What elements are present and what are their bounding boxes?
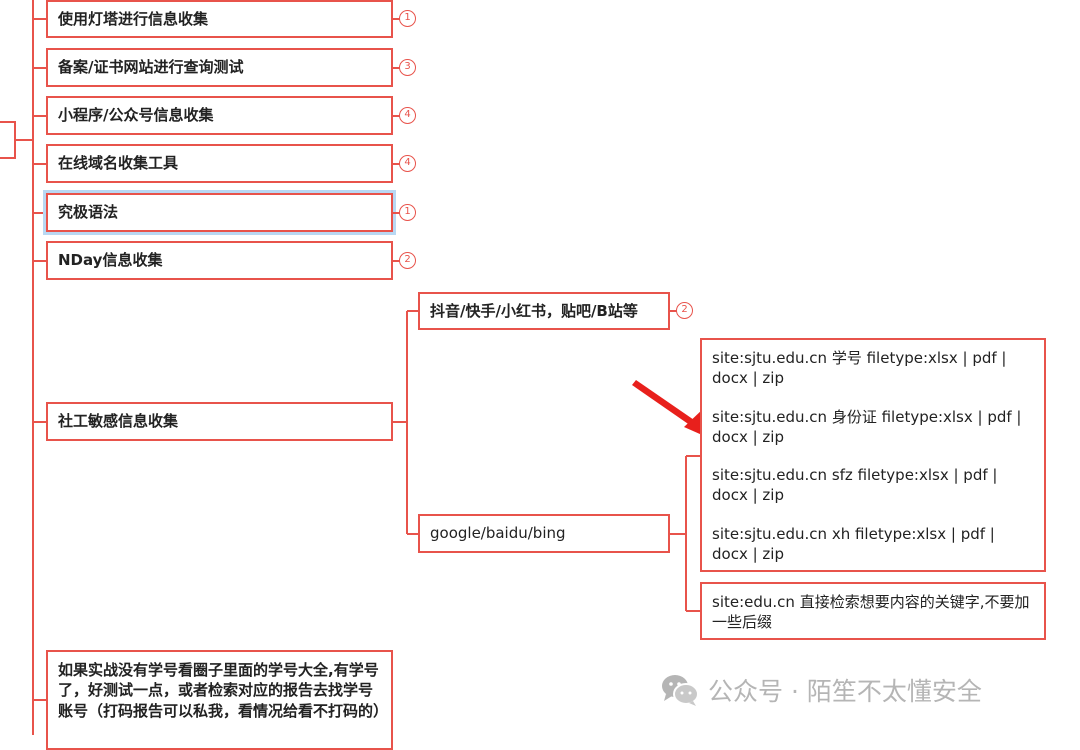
node-label: 备案/证书网站进行查询测试 bbox=[58, 58, 244, 77]
number-badge: 4 bbox=[399, 107, 416, 124]
node-label: 小程序/公众号信息收集 bbox=[58, 106, 214, 125]
node-label: google/baidu/bing bbox=[430, 524, 566, 543]
number-badge: 2 bbox=[399, 252, 416, 269]
node-label: NDay信息收集 bbox=[58, 251, 163, 270]
node-video-sites[interactable]: 抖音/快手/小红书，贴吧/B站等 bbox=[418, 292, 670, 330]
node-label: 使用灯塔进行信息收集 bbox=[58, 9, 209, 28]
node-label: 抖音/快手/小红书，贴吧/B站等 bbox=[430, 301, 638, 320]
node-lighthouse[interactable]: 使用灯塔进行信息收集 bbox=[46, 0, 393, 38]
query-item: site:sjtu.edu.cn sfz filetype:xlsx | pdf… bbox=[712, 466, 998, 505]
number-badge: 3 bbox=[399, 59, 416, 76]
watermark: 公众号 · 陌笙不太懂安全 bbox=[660, 672, 982, 708]
node-social-engineering[interactable]: 社工敏感信息收集 bbox=[46, 402, 393, 441]
watermark-text: 公众号 · 陌笙不太懂安全 bbox=[708, 677, 982, 706]
node-label: 如果实战没有学号看圈子里面的学号大全,有学号了，好测试一点，或者检索对应的报告去… bbox=[58, 661, 389, 720]
node-search-engines[interactable]: google/baidu/bing bbox=[418, 514, 670, 553]
node-beian[interactable]: 备案/证书网站进行查询测试 bbox=[46, 48, 393, 87]
node-label: 社工敏感信息收集 bbox=[58, 412, 179, 431]
node-online-domain[interactable]: 在线域名收集工具 bbox=[46, 144, 393, 183]
node-label: 在线域名收集工具 bbox=[58, 154, 179, 173]
wechat-icon bbox=[662, 675, 699, 706]
number-badge: 4 bbox=[399, 155, 416, 172]
query-item: site:sjtu.edu.cn 身份证 filetype:xlsx | pdf… bbox=[712, 407, 1022, 446]
query-item: site:sjtu.edu.cn xh filetype:xlsx | pdf … bbox=[712, 524, 995, 563]
query-item: site:sjtu.edu.cn 学号 filetype:xlsx | pdf … bbox=[712, 349, 1007, 388]
node-ultimate-syntax[interactable]: 究极语法 bbox=[46, 193, 393, 232]
node-query-list[interactable]: site:sjtu.edu.cn 学号 filetype:xlsx | pdf … bbox=[700, 338, 1046, 572]
number-badge: 1 bbox=[399, 10, 416, 27]
node-nday[interactable]: NDay信息收集 bbox=[46, 241, 393, 280]
node-edu-tip[interactable]: site:edu.cn 直接检索想要内容的关键字,不要加一些后缀 bbox=[700, 582, 1046, 640]
node-miniprogram[interactable]: 小程序/公众号信息收集 bbox=[46, 96, 393, 135]
number-badge: 1 bbox=[399, 204, 416, 221]
parent-node-edge bbox=[0, 121, 16, 159]
node-label: 究极语法 bbox=[58, 203, 119, 222]
node-bottom-note[interactable]: 如果实战没有学号看圈子里面的学号大全,有学号了，好测试一点，或者检索对应的报告去… bbox=[46, 650, 393, 750]
number-badge: 2 bbox=[676, 302, 693, 319]
node-label: site:edu.cn 直接检索想要内容的关键字,不要加一些后缀 bbox=[712, 593, 1030, 632]
